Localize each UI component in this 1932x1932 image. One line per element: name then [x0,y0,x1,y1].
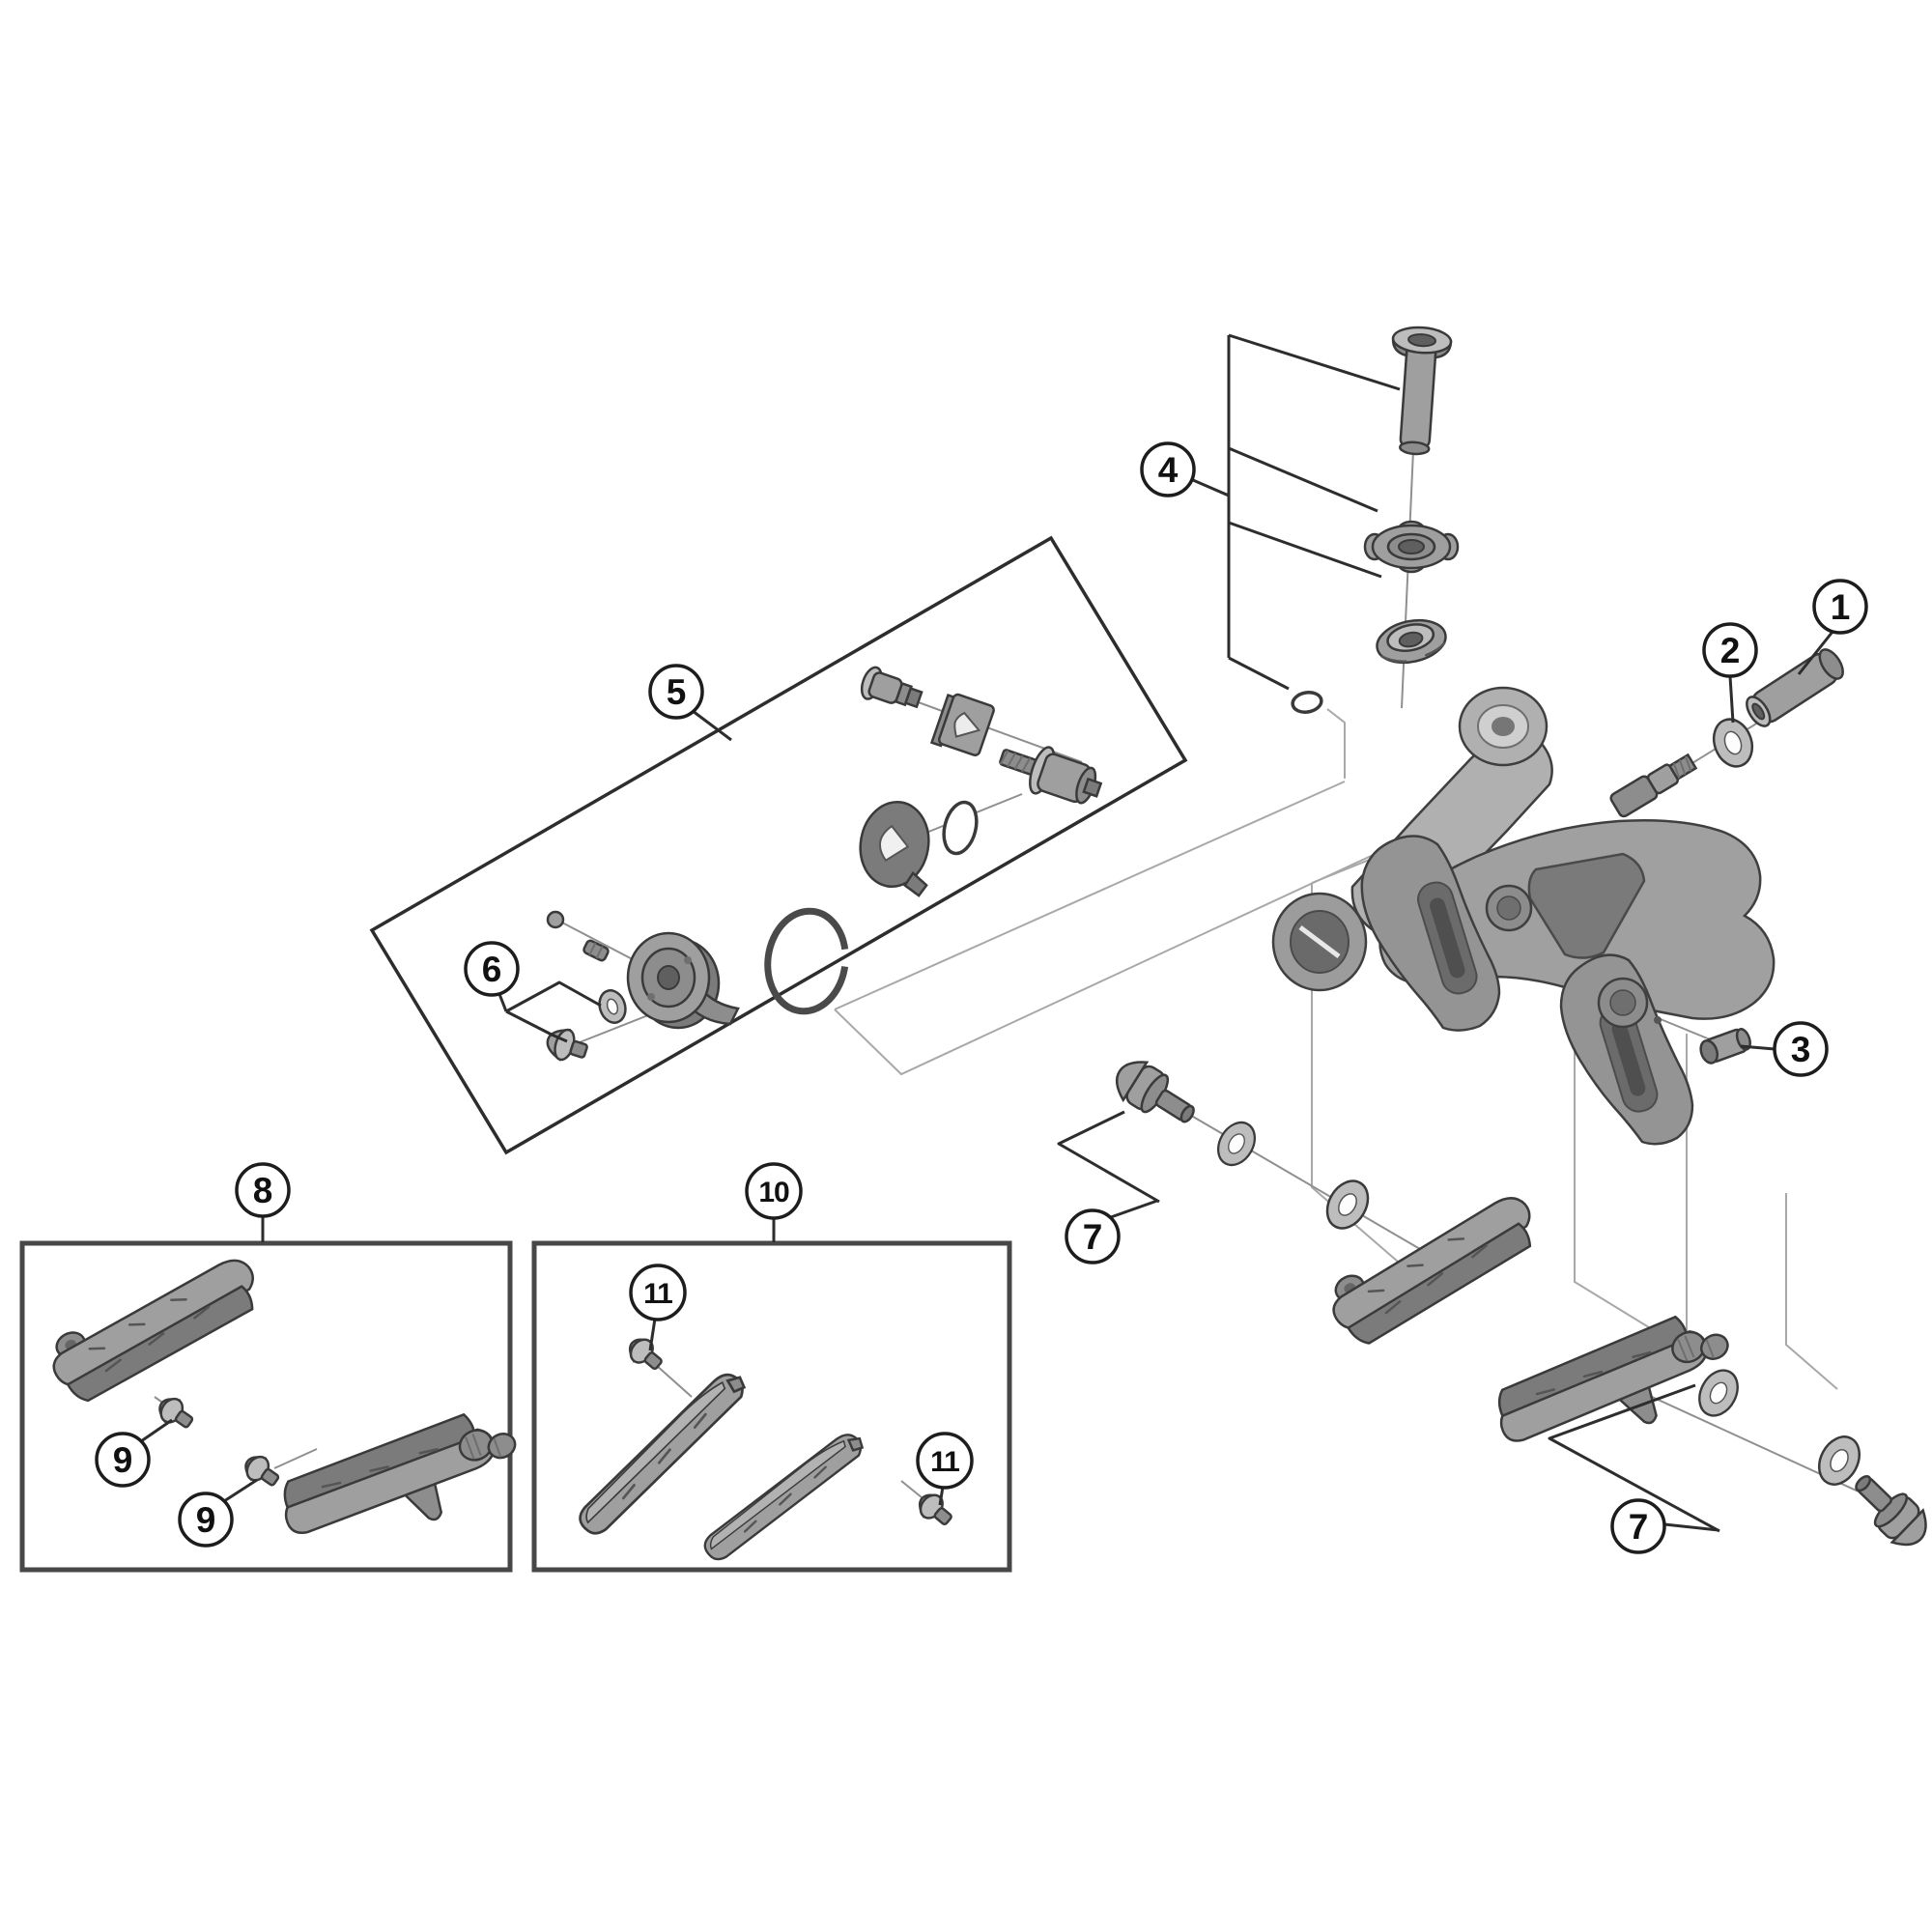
pad-insert-set [564,1332,958,1566]
callout-2-label: 2 [1720,631,1741,670]
conical-seat-washer [1376,618,1447,665]
callout-10-label: 10 [758,1177,789,1208]
spring-pin [582,939,610,962]
callout-3: 3 [1773,1021,1829,1077]
shoe-washer-lower-1 [1690,1362,1747,1424]
shoe-fixing-group-lower [1548,1362,1932,1557]
shoe-fixing-group-upper [1057,1051,1378,1237]
caliper-axle-stub [1609,753,1698,818]
cable-guide-pulley [626,931,740,1030]
shoe-washer-upper-1 [1209,1115,1264,1173]
callout-1-label: 1 [1831,587,1851,627]
shoe-fixing-bolt-upper [1106,1051,1205,1137]
quick-release-detail-box [369,535,1188,1155]
callout-11-a: 11 [629,1264,687,1321]
callout-4: 4 [1140,441,1196,497]
callout-7-upper-label: 7 [1083,1217,1103,1257]
mounting-bolt-group [1227,326,1460,714]
callout-9-b-label: 9 [196,1500,216,1540]
pad-insert-set-box [531,1240,1012,1573]
callout-11-b: 11 [916,1432,974,1490]
mounting-nut [1363,520,1460,574]
callout-5: 5 [648,664,704,720]
callout-5-label: 5 [667,672,687,712]
pivot-o-ring [1291,691,1323,714]
callout-leaders [140,478,1834,1532]
callout-6-label: 6 [482,950,502,989]
callout-9-a-label: 9 [113,1440,133,1480]
callout-7-upper: 7 [1065,1208,1121,1264]
quick-release-assembly [505,666,1103,1062]
callout-8-label: 8 [253,1171,273,1210]
callout-11-b-label: 11 [930,1446,959,1478]
pad-insert-a [564,1365,761,1541]
shoe-fixing-bolt-lower [1842,1463,1932,1557]
adjust-washer [598,989,627,1024]
callout-7-lower: 7 [1610,1498,1666,1554]
adjusting-bolt [999,746,1103,805]
detent-ball [546,910,565,929]
callout-3-label: 3 [1791,1030,1811,1069]
callout-9-b: 9 [178,1492,234,1548]
callout-6: 6 [464,941,520,997]
callout-4-label: 4 [1158,450,1179,490]
shoe-washer-upper-2 [1318,1172,1378,1237]
callout-7-lower-label: 7 [1629,1507,1649,1547]
cam-plate [859,800,930,897]
mounting-bolt [1391,326,1453,456]
callout-1: 1 [1812,579,1868,635]
adjuster-o-ring [942,800,979,856]
brake-shoe-set [41,1250,532,1578]
snap-ring [764,907,849,1015]
callout-10: 10 [745,1162,803,1220]
clamp-plate [929,693,995,756]
arm-set-screw [1699,1028,1751,1065]
callout-9-a: 9 [95,1432,151,1488]
pivot-washer [1712,718,1754,768]
callout-2: 2 [1702,622,1758,678]
pad-insert-b [693,1427,876,1566]
caliper-body [1271,686,1776,1146]
brake-shoe-set-box [19,1240,513,1573]
callout-8: 8 [235,1162,291,1218]
adjust-screw [546,1028,588,1062]
callout-11-a-label: 11 [643,1278,672,1310]
cable-clamp-bolt [860,666,923,709]
pivot-sleeve-nut [1746,648,1844,727]
boxed-shoe-a [41,1250,273,1410]
boxed-shoe-b [270,1386,532,1578]
